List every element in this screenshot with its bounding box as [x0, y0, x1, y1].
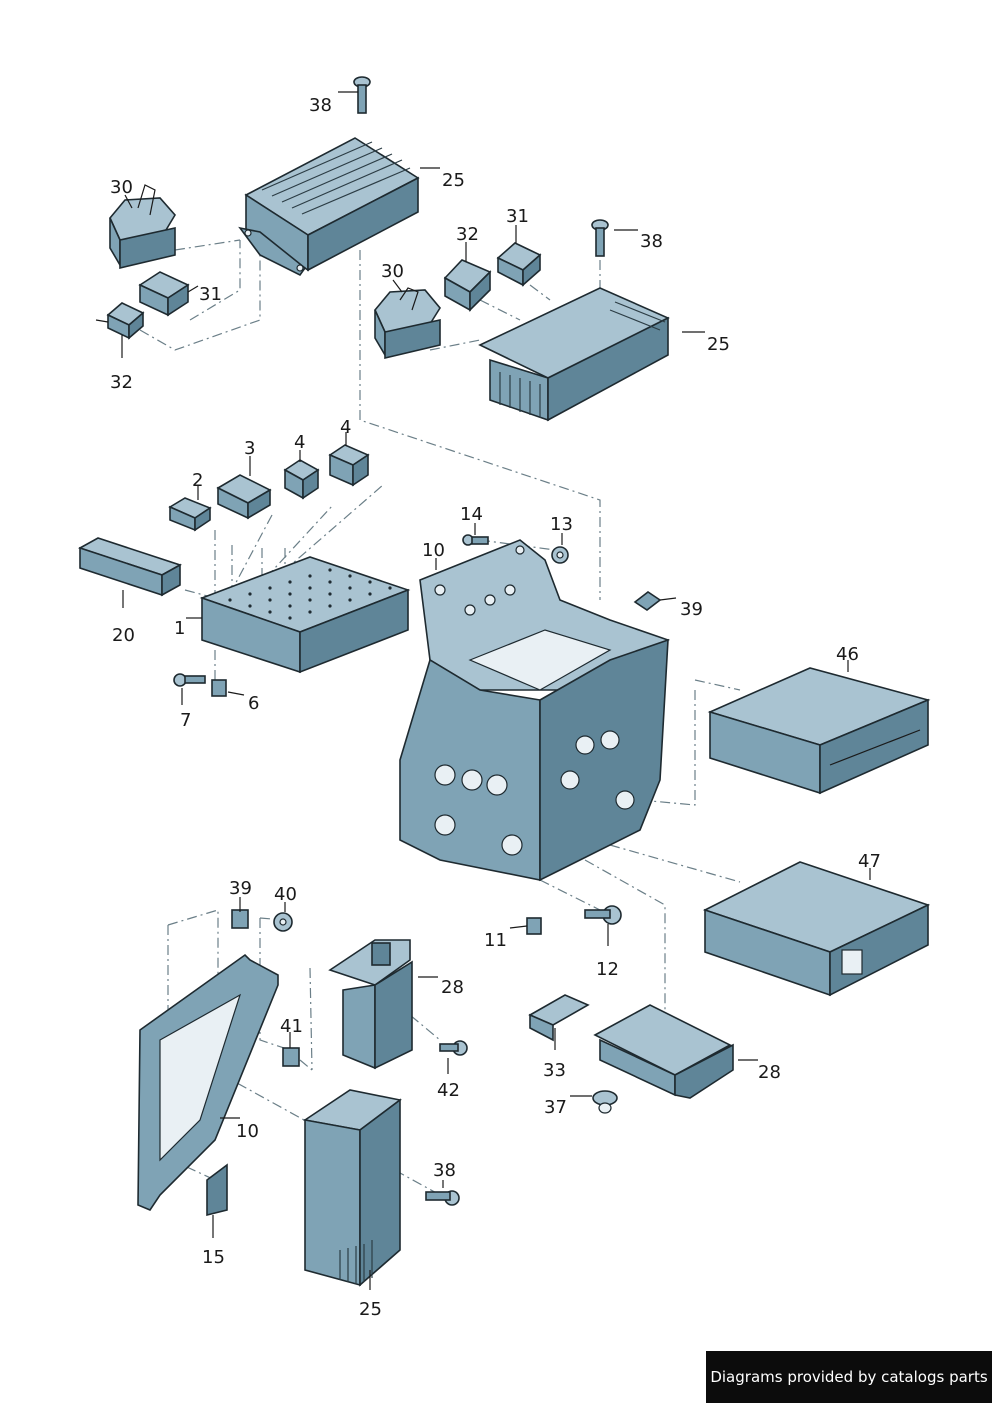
callout-30: 30: [110, 177, 133, 198]
connector-20: [78, 537, 182, 597]
bracket-33: [528, 994, 590, 1042]
callout-25: 25: [359, 1299, 382, 1320]
callout-10: 10: [422, 540, 445, 561]
callout-32: 32: [456, 224, 479, 245]
clip-39-top: [633, 591, 662, 611]
screw-42: [439, 1040, 468, 1056]
module-28-left: [328, 939, 413, 1070]
callout-25: 25: [442, 170, 465, 191]
amplifier-lower: [302, 1089, 402, 1287]
callout-33: 33: [543, 1060, 566, 1081]
drive-46: [707, 667, 931, 795]
callout-39: 39: [680, 599, 703, 620]
screw-top: [353, 76, 371, 114]
callout-28: 28: [758, 1062, 781, 1083]
callout-10: 10: [236, 1121, 259, 1142]
callout-2: 2: [192, 470, 203, 491]
callout-6: 6: [248, 693, 259, 714]
connector-31-top: [138, 271, 190, 317]
connector-30-right: [374, 287, 441, 360]
callout-31: 31: [506, 206, 529, 227]
callout-38: 38: [433, 1160, 456, 1181]
connector-32-right: [443, 259, 492, 312]
connector-2: [168, 497, 212, 532]
callout-31: 31: [199, 284, 222, 305]
main-frame: [399, 539, 671, 882]
connector-4b: [328, 444, 370, 487]
callout-46: 46: [836, 644, 859, 665]
callout-38: 38: [309, 95, 332, 116]
module-28-right: [593, 1004, 734, 1099]
callout-40: 40: [274, 884, 297, 905]
callout-labels: 38 25 30 31 32 31 32 38 30 25 3 4 4 2 20…: [110, 95, 881, 1320]
connector-31-right: [496, 242, 542, 287]
callout-20: 20: [112, 625, 135, 646]
clip-41: [282, 1047, 300, 1067]
clip-39-lower: [231, 909, 249, 929]
callout-25: 25: [707, 334, 730, 355]
callout-37: 37: [544, 1097, 567, 1118]
callout-28: 28: [441, 977, 464, 998]
amplifier-top-right: [478, 287, 670, 422]
connector-3: [216, 474, 272, 520]
clip-6: [211, 679, 227, 697]
screw-7: [173, 673, 206, 687]
callout-4: 4: [294, 432, 305, 453]
connector-32-top: [95, 302, 145, 340]
callout-42: 42: [437, 1080, 460, 1101]
connector-4a: [283, 459, 320, 500]
callout-41: 41: [280, 1016, 303, 1037]
amplifier-top-left: [238, 137, 420, 277]
callout-30: 30: [381, 261, 404, 282]
callout-38: 38: [640, 231, 663, 252]
bolt-12: [584, 905, 622, 925]
drive-47: [702, 861, 931, 997]
leader-lines: [121, 91, 871, 1290]
callout-47: 47: [858, 851, 881, 872]
callout-3: 3: [244, 438, 255, 459]
callout-12: 12: [596, 959, 619, 980]
plate-15: [206, 1163, 228, 1217]
screw-38-lower: [425, 1190, 460, 1206]
callout-39: 39: [229, 878, 252, 899]
credit-banner: Diagrams provided by catalogs parts: [706, 1351, 992, 1403]
callout-11: 11: [484, 930, 507, 951]
control-unit: [199, 556, 411, 674]
callout-14: 14: [460, 504, 483, 525]
nut-40: [273, 912, 293, 932]
callout-1: 1: [174, 618, 185, 639]
callout-15: 15: [202, 1247, 225, 1268]
bracket-10: [137, 953, 279, 1211]
callout-7: 7: [180, 710, 191, 731]
callout-32: 32: [110, 372, 133, 393]
callout-4: 4: [340, 417, 351, 438]
nut-37: [592, 1090, 618, 1114]
nut-13: [551, 546, 569, 564]
bolt-14: [462, 534, 489, 546]
callout-13: 13: [550, 514, 573, 535]
nut-11: [526, 917, 542, 935]
screw-right: [591, 219, 609, 257]
connector-30-top: [109, 184, 176, 270]
